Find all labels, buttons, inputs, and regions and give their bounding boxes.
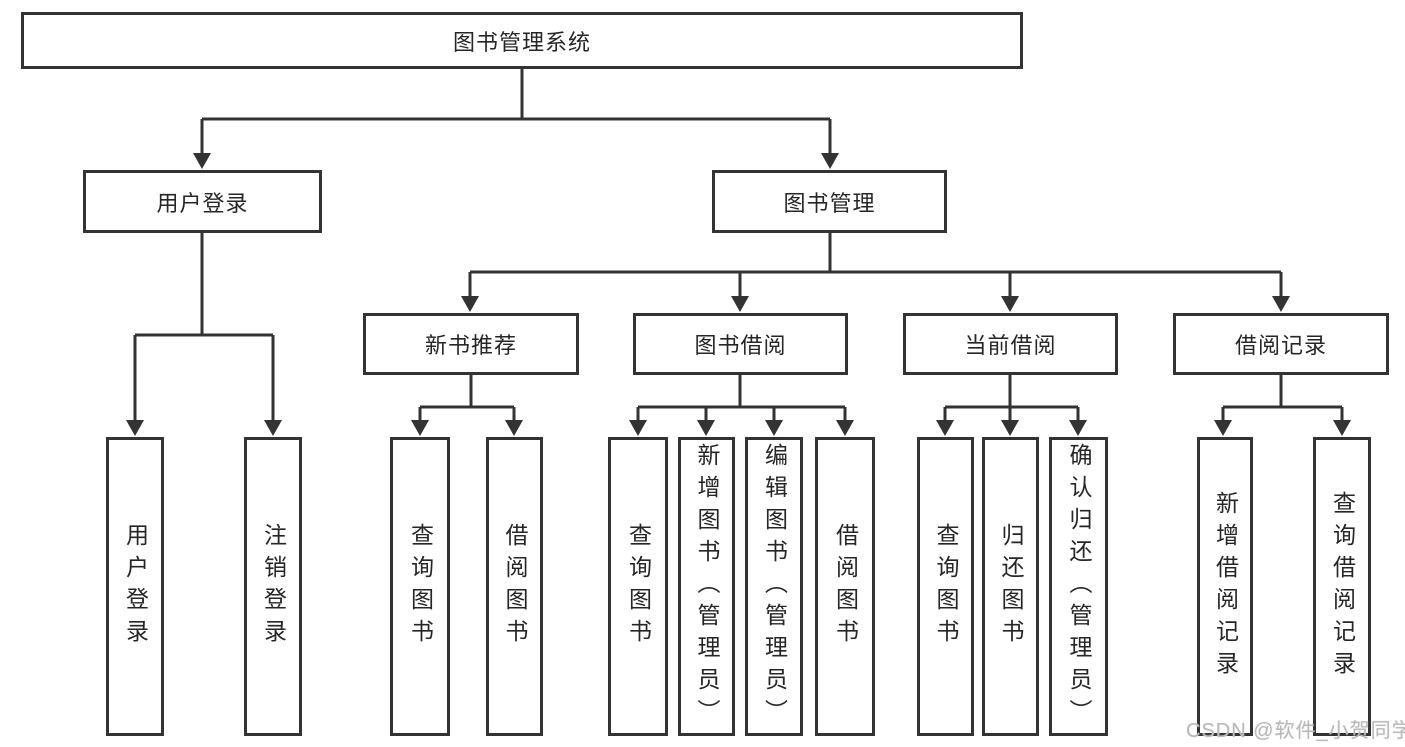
leaf-add-borrow-record: 新增借阅记录 [1197,437,1253,736]
leaf-query-books-2: 查询图书 [608,437,668,736]
node-label: 查询图书 [625,522,652,651]
leaf-borrow-books-1: 借阅图书 [486,437,543,736]
node-label: 借阅记录 [1234,333,1327,358]
node-label: 新增图书（管理员） [694,442,720,731]
node-label: 归还图书 [998,522,1024,651]
node-label: 借阅图书 [832,522,859,651]
node-label: 编辑图书（管理员） [761,442,788,731]
node-current-borrow: 当前借阅 [903,313,1118,375]
node-label: 当前借阅 [964,333,1057,358]
leaf-return-books: 归还图书 [982,437,1039,736]
node-label: 查询借阅记录 [1329,490,1356,683]
node-user-login: 用户登录 [83,170,322,233]
csdn-watermark: CSDN @软件_小贺同学 [1186,720,1405,742]
node-borrow-records: 借阅记录 [1173,313,1389,375]
node-label: 图书管理系统 [452,29,591,55]
node-book-management: 图书管理 [712,170,947,233]
leaf-query-books-1: 查询图书 [390,437,450,736]
leaf-edit-books-admin: 编辑图书（管理员） [745,437,803,736]
node-label: 确认归还（管理员） [1066,442,1092,731]
node-book-borrow: 图书借阅 [633,313,848,375]
node-label: 新书推荐 [424,333,517,358]
leaf-query-books-3: 查询图书 [917,437,974,736]
node-label: 图书管理 [783,190,876,216]
node-label: 查询图书 [933,522,959,651]
node-label: 用户登录 [156,190,249,216]
node-label: 注销登录 [260,522,287,651]
node-new-book-recommend: 新书推荐 [363,313,579,375]
leaf-logout: 注销登录 [244,437,302,736]
node-label: 借阅图书 [502,522,528,651]
node-label: 用户登录 [122,522,149,651]
leaf-query-borrow-record: 查询借阅记录 [1313,437,1371,736]
leaf-add-books-admin: 新增图书（管理员） [678,437,735,736]
node-root-system: 图书管理系统 [21,12,1023,69]
node-label: 新增借阅记录 [1212,490,1239,683]
leaf-confirm-return-admin: 确认归还（管理员） [1049,437,1108,736]
node-label: 查询图书 [407,522,434,651]
leaf-user-login: 用户登录 [106,437,164,736]
leaf-borrow-books-2: 借阅图书 [815,437,875,736]
node-label: 图书借阅 [694,333,787,358]
